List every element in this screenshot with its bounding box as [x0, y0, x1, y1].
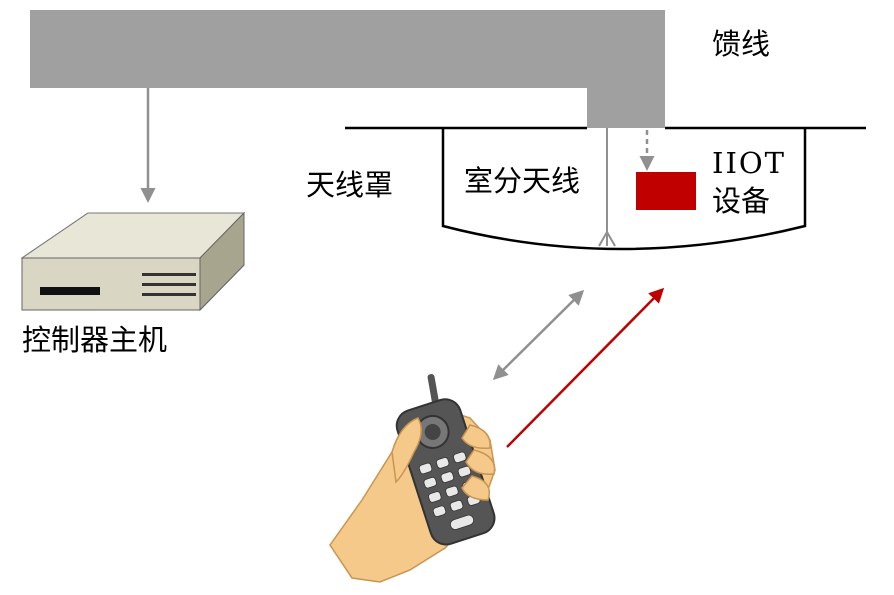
iiot-device-icon	[636, 172, 696, 210]
indoor-antenna-tip	[598, 229, 616, 247]
feeder-label: 馈线	[712, 27, 771, 61]
controller-host-icon	[20, 211, 246, 312]
radome-label: 天线罩	[306, 168, 394, 202]
controller-host-label: 控制器主机	[22, 323, 168, 357]
device-label: 设备	[712, 184, 771, 218]
iiot-label: IIOT	[712, 146, 787, 180]
indoor-antenna-label: 室分天线	[464, 164, 581, 198]
feeder-cable	[30, 10, 665, 128]
phone-antenna-bidirectional-arrow	[492, 289, 585, 381]
phone-to-iiot-red-arrow	[506, 287, 665, 448]
hand-phone-icon	[329, 374, 496, 583]
radome-outline	[441, 128, 807, 251]
